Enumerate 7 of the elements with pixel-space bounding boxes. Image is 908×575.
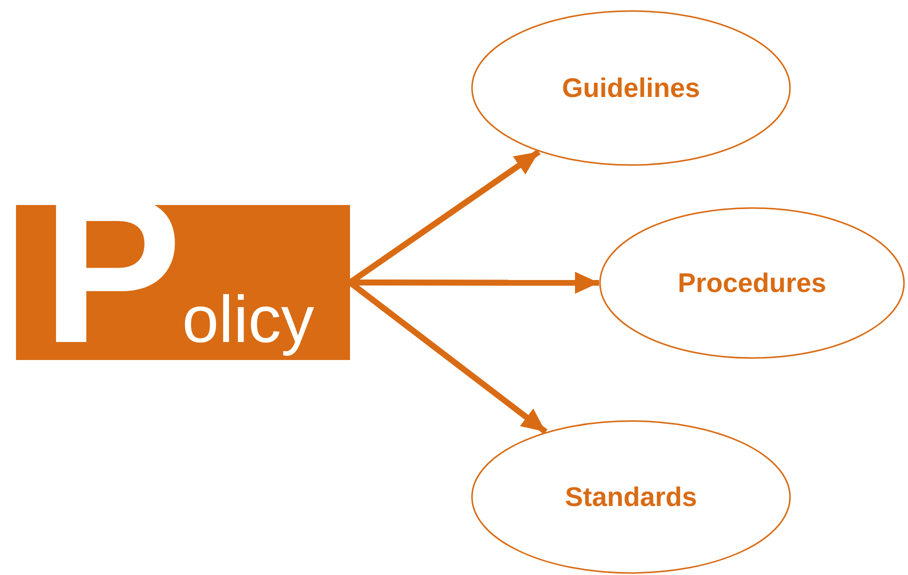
node-label: Standards — [564, 482, 698, 512]
ellipse-node — [471, 10, 791, 166]
ellipse-node — [599, 207, 905, 359]
node-label: Guidelines — [562, 72, 700, 104]
node-label: Procedures — [678, 268, 826, 298]
ellipse-node — [471, 420, 791, 574]
title-box — [16, 205, 350, 360]
